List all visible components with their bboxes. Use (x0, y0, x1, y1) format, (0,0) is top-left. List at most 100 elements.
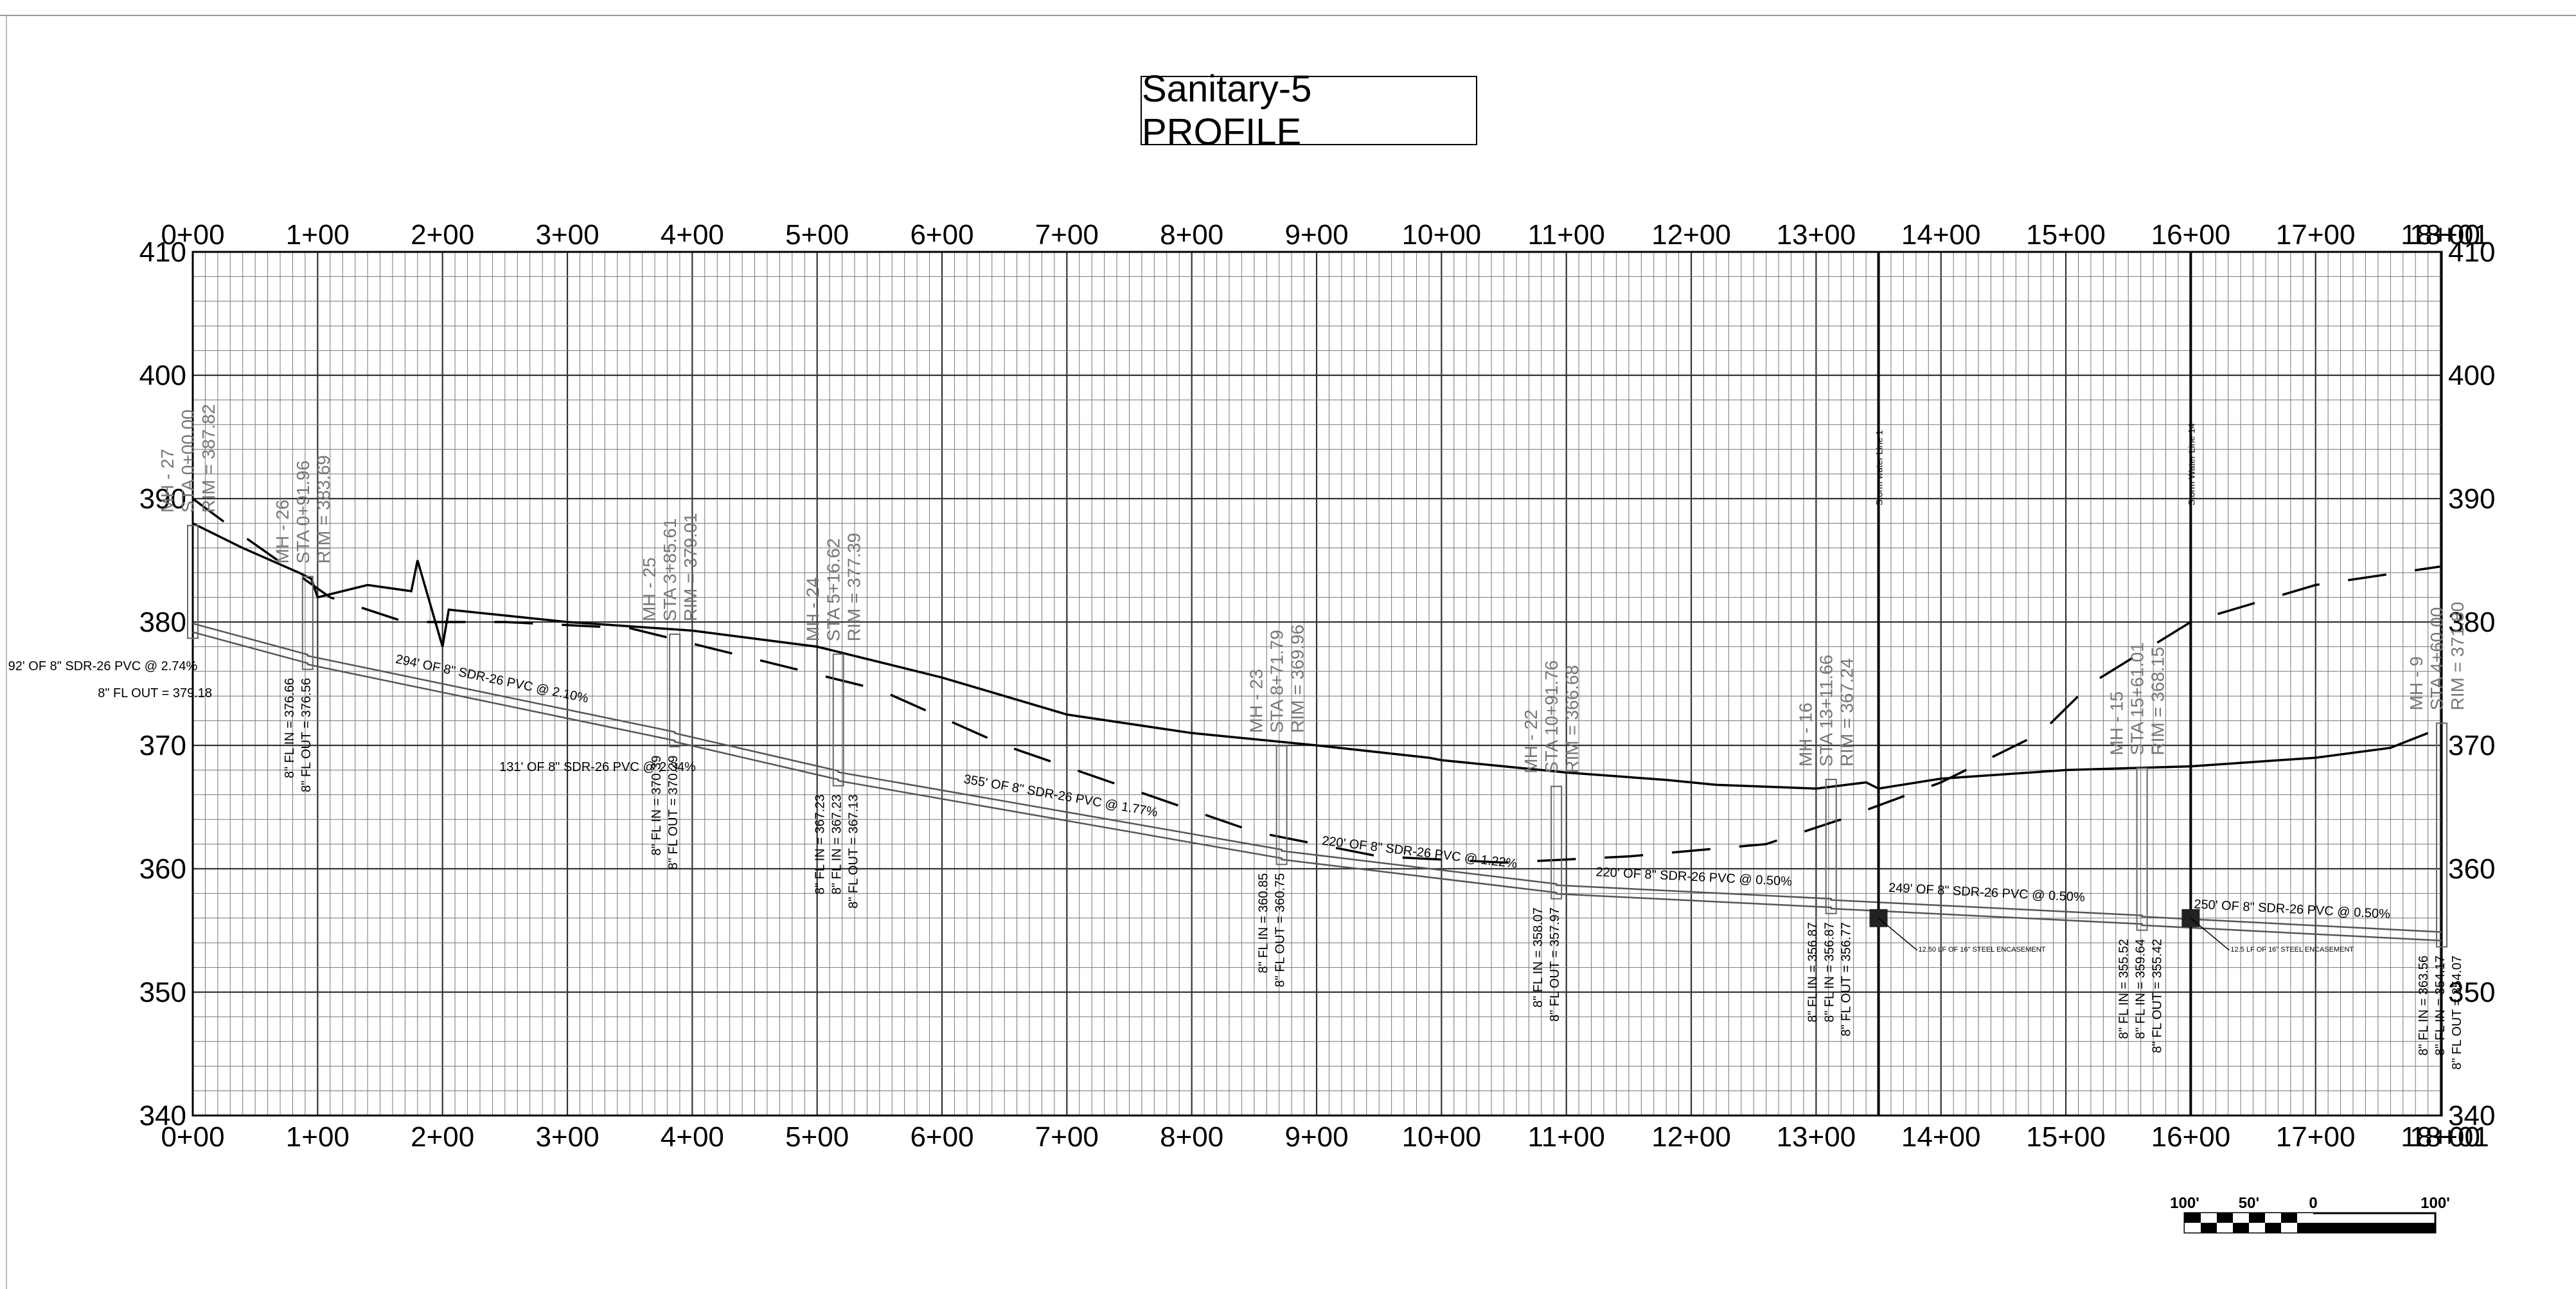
x-tick-label-top: 13+00 (1777, 219, 1856, 251)
scale-bar-cell (2313, 1223, 2435, 1232)
scale-bar-cell (2233, 1223, 2249, 1232)
scale-bar-cell (2297, 1213, 2313, 1223)
x-tick-label-bottom: 8+00 (1160, 1121, 1223, 1153)
y-tick-label-left: 390 (139, 483, 186, 515)
manhole-label: STA 5+16.62 (824, 538, 844, 642)
scale-bar-cell (2281, 1213, 2297, 1223)
x-tick-label-top: 9+00 (1284, 219, 1348, 251)
x-tick-label-top: 4+00 (661, 219, 724, 251)
y-tick-label-right: 370 (2448, 730, 2495, 761)
manhole-structure (1275, 745, 1288, 866)
manhole-label: STA 10+91.76 (1541, 661, 1561, 774)
y-tick-label-right: 390 (2448, 483, 2495, 515)
x-tick-label-top: 2+00 (411, 219, 474, 251)
x-tick-label-top: 1+00 (286, 219, 350, 251)
manhole-label: STA 13+11.66 (1817, 655, 1836, 767)
x-tick-label-bottom: 14+00 (1901, 1121, 1981, 1153)
scale-bar-cell (2217, 1223, 2233, 1232)
x-tick-label-bottom: 3+00 (535, 1121, 599, 1153)
scale-bar-cell (2265, 1223, 2281, 1232)
manhole-label: MH - 25 (639, 557, 659, 621)
pipe-crown-line (192, 623, 2442, 933)
flow-line-label: 8" FL IN = 363.56 (2417, 956, 2431, 1056)
manhole-structure (669, 634, 681, 748)
scale-bar-label: 100' (2170, 1195, 2199, 1212)
scale-bar-cell (2233, 1213, 2249, 1223)
y-tick-label-right: 350 (2448, 977, 2495, 1008)
y-tick-label-left: 380 (139, 607, 186, 638)
manhole-label: RIM = 377.39 (844, 533, 864, 641)
manhole-label: RIM = 379.01 (680, 513, 700, 621)
y-tick-label-left: 410 (139, 236, 186, 268)
x-tick-label-bottom: 9+00 (1284, 1121, 1348, 1153)
manhole-label: RIM = 383.69 (314, 455, 333, 564)
scale-bar-cell (2185, 1213, 2201, 1223)
scale-bar-cell (2265, 1213, 2281, 1223)
y-tick-label-right: 340 (2448, 1100, 2495, 1132)
x-tick-label-top: 18+01 (2410, 219, 2489, 251)
x-tick-label-bottom: 1+00 (286, 1121, 350, 1153)
scale-bar-cell (2281, 1223, 2297, 1232)
y-tick-label-right: 380 (2448, 607, 2495, 638)
scale-bar-cell (2185, 1223, 2201, 1232)
x-tick-label-top: 5+00 (785, 219, 849, 251)
manhole-structure (2136, 767, 2148, 931)
scale-bar-cell (2297, 1223, 2313, 1232)
x-tick-label-bottom: 15+00 (2026, 1121, 2106, 1153)
manhole-structure (187, 524, 199, 639)
x-tick-label-bottom: 13+00 (1777, 1121, 1856, 1153)
pipe-segment-label: 249' OF 8" SDR-26 PVC @ 0.50% (1888, 881, 2086, 905)
x-tick-label-bottom: 5+00 (785, 1121, 849, 1153)
manhole-label: RIM = 371.80 (2447, 602, 2467, 711)
leader-line (2190, 918, 2230, 951)
flow-line-label: 8" FL OUT = 367.13 (847, 794, 861, 909)
x-tick-label-top: 15+00 (2026, 219, 2106, 251)
plot-frame (191, 251, 2443, 1117)
manhole-label: MH - 9 (2406, 656, 2426, 710)
flow-line-label: 8" FL IN = 370.39 (650, 756, 664, 856)
sheet-title: Sanitary-5 PROFILE (1142, 68, 1312, 153)
proposed-grade-line (191, 497, 2441, 864)
x-tick-label-top: 14+00 (1901, 219, 1981, 251)
y-tick-label-left: 360 (139, 853, 186, 885)
manhole-label: STA 0+00.00 (178, 409, 198, 513)
manhole-label: RIM = 369.96 (1288, 625, 1308, 733)
scale-bar (2183, 1212, 2437, 1234)
x-tick-label-bottom: 4+00 (661, 1121, 724, 1153)
manhole-label: STA 4+60.00 (2427, 607, 2447, 711)
existing-ground-line (192, 522, 2429, 790)
pipe-segment-label: 131' OF 8" SDR-26 PVC @ 2.34% (499, 760, 696, 774)
manhole-label: MH - 24 (803, 578, 823, 642)
x-tick-label-top: 18+00 (2401, 219, 2480, 251)
x-tick-label-bottom: 18+00 (2401, 1121, 2480, 1153)
storm-line-label: Storm water Line 1 (1874, 430, 1885, 506)
manhole-label: STA 15+61.01 (2127, 642, 2147, 755)
x-tick-label-top: 12+00 (1651, 219, 1731, 251)
flow-line-label: 8" FL IN = 367.23 (813, 794, 828, 894)
manhole-label: STA 3+85.61 (660, 518, 680, 621)
y-tick-label-left: 350 (139, 977, 186, 1008)
x-tick-label-bottom: 18+01 (2410, 1121, 2489, 1153)
x-tick-label-bottom: 7+00 (1035, 1121, 1099, 1153)
manhole-structure (301, 576, 314, 670)
x-tick-label-bottom: 0+00 (161, 1121, 224, 1153)
scale-bar-label: 50' (2239, 1195, 2259, 1212)
flow-line-label: 8" FL OUT = 355.42 (2151, 939, 2165, 1053)
flow-line-label: 8" FL OUT = 356.77 (1840, 922, 1854, 1036)
scale-bar-cell (2217, 1213, 2233, 1223)
flow-line-label: 8" FL OUT = 376.56 (299, 678, 314, 792)
y-tick-label-right: 360 (2448, 853, 2495, 885)
x-tick-label-top: 10+00 (1402, 219, 1482, 251)
x-tick-label-top: 8+00 (1160, 219, 1223, 251)
x-tick-label-bottom: 10+00 (1402, 1121, 1482, 1153)
x-tick-label-bottom: 16+00 (2151, 1121, 2231, 1153)
manhole-label: RIM = 367.24 (1837, 658, 1857, 767)
manhole-label: MH - 15 (2107, 691, 2127, 756)
x-tick-label-bottom: 2+00 (411, 1121, 474, 1153)
flow-line-label: 8" FL IN = 376.66 (283, 678, 297, 778)
manhole-label: MH - 27 (157, 449, 177, 513)
flow-line-label: 8" FL IN = 355.52 (2117, 939, 2131, 1039)
x-tick-label-top: 7+00 (1035, 219, 1099, 251)
